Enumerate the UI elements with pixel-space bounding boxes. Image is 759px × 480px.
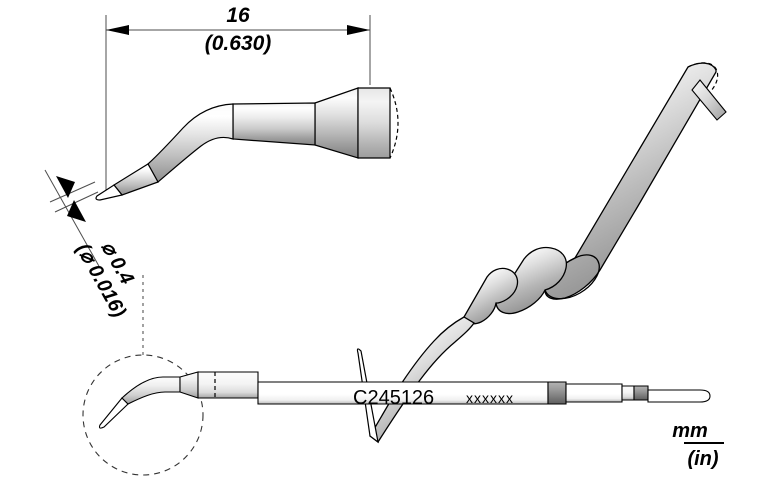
length-value-mm: 16 xyxy=(226,4,250,27)
isometric-3d-view xyxy=(356,62,727,444)
assembly-connector-pin xyxy=(647,389,711,403)
length-value-inch: (0.630) xyxy=(205,32,272,55)
tip-dim-extension-line-2 xyxy=(49,181,96,203)
cartridge-assembly-view: C245126 xxxxxx xyxy=(98,371,711,429)
tip-dim-extension-line-1 xyxy=(54,191,99,213)
assembly-collar-rear xyxy=(633,385,649,401)
side-view-hidden-back-arc xyxy=(389,87,399,159)
tip-dim-line xyxy=(44,169,101,269)
dimension-arrow-left xyxy=(106,25,129,35)
assembly-collar-front xyxy=(547,381,567,405)
assembly-tip-point xyxy=(98,397,129,429)
dimension-arrow-right xyxy=(347,25,370,35)
side-elevation-view xyxy=(95,87,399,201)
side-view-end-cylinder xyxy=(357,87,391,159)
iso-neck xyxy=(463,267,519,325)
tip-detail-circle xyxy=(82,354,204,476)
iso-tip-arm xyxy=(369,316,475,443)
units-primary: mm xyxy=(672,420,708,442)
units-note-group: mm (in) xyxy=(672,420,724,470)
tip-dim-arrow-lower xyxy=(67,200,86,222)
tip-detail-circle-group xyxy=(82,275,204,476)
serial-placeholder-label: xxxxxx xyxy=(466,390,514,406)
iso-cone-transition xyxy=(495,246,568,315)
part-number-label: C245126 xyxy=(353,387,434,409)
tip-diameter-dimension-group: ⌀ 0.4 (⌀ 0.016) xyxy=(44,169,138,322)
assembly-mid-shaft xyxy=(565,383,623,403)
length-dimension-group: 16 (0.630) xyxy=(105,4,371,196)
side-view-tip-point xyxy=(95,184,124,201)
iso-rear-stub xyxy=(691,79,727,121)
tip-dim-arrow-upper xyxy=(56,176,75,198)
assembly-step xyxy=(621,385,635,401)
side-view-shaft xyxy=(232,102,316,146)
assembly-front-body xyxy=(197,371,259,399)
units-secondary: (in) xyxy=(687,448,718,470)
